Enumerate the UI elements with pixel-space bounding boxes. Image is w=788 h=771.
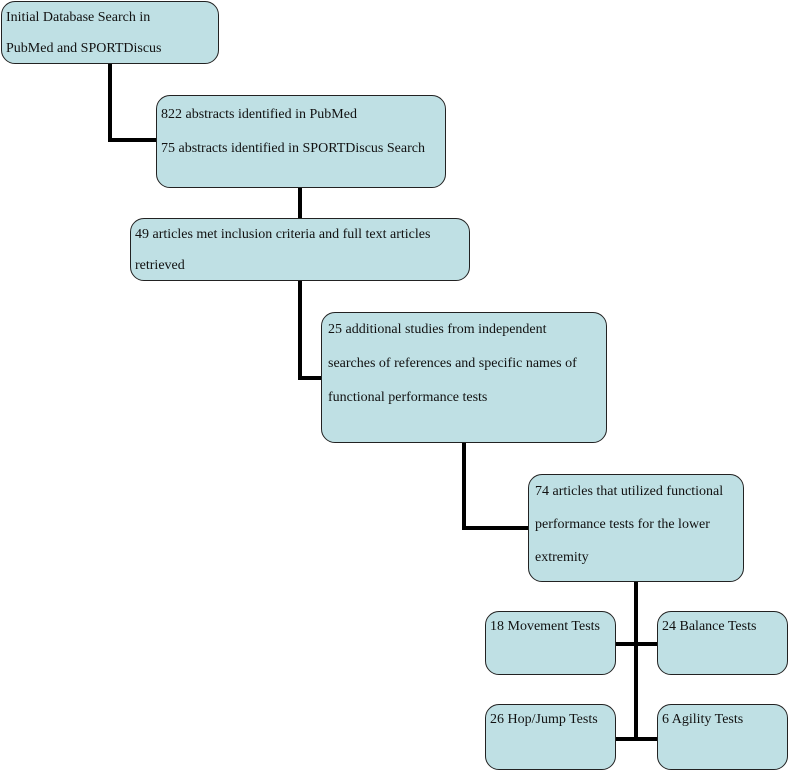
- initial-search-box: Initial Database Search in PubMed and SP…: [1, 1, 219, 64]
- inclusion-line-2: retrieved: [135, 258, 185, 273]
- agility-tests-box: 6 Agility Tests: [657, 704, 788, 770]
- abstracts-box: 822 abstracts identified in PubMed 75 ab…: [156, 95, 446, 188]
- additional-line-1: 25 additional studies from independent: [328, 322, 547, 337]
- connector-5-branch-bottom: [614, 737, 659, 741]
- additional-studies-box: 25 additional studies from independent s…: [321, 312, 607, 443]
- connector-2-vertical: [298, 186, 302, 220]
- hop-jump-tests-label: 26 Hop/Jump Tests: [490, 712, 598, 727]
- connector-1-vertical: [108, 62, 112, 142]
- connector-1-horizontal: [108, 138, 158, 142]
- agility-tests-label: 6 Agility Tests: [662, 712, 744, 727]
- abstracts-line-1: 822 abstracts identified in PubMed: [161, 107, 357, 122]
- balance-tests-label: 24 Balance Tests: [662, 619, 757, 634]
- movement-tests-box: 18 Movement Tests: [485, 611, 616, 675]
- initial-search-line-1: Initial Database Search in: [6, 10, 151, 25]
- utilized-articles-box: 74 articles that utilized functional per…: [528, 474, 744, 582]
- connector-5-branch-top: [614, 642, 659, 646]
- balance-tests-box: 24 Balance Tests: [657, 611, 788, 675]
- inclusion-line-1: 49 articles met inclusion criteria and f…: [135, 227, 431, 242]
- hop-jump-tests-box: 26 Hop/Jump Tests: [485, 704, 616, 770]
- connector-4-horizontal: [462, 526, 530, 530]
- inclusion-box: 49 articles met inclusion criteria and f…: [130, 218, 470, 281]
- utilized-line-3: extremity: [535, 550, 589, 565]
- connector-3-vertical: [298, 280, 302, 380]
- initial-search-line-2: PubMed and SPORTDiscus: [6, 41, 162, 56]
- connector-4-vertical: [462, 441, 466, 530]
- abstracts-line-2: 75 abstracts identified in SPORTDiscus S…: [161, 141, 425, 156]
- additional-line-2: searches of references and specific name…: [328, 356, 577, 371]
- additional-line-3: functional performance tests: [328, 390, 488, 405]
- connector-5-trunk: [634, 580, 638, 741]
- movement-tests-label: 18 Movement Tests: [490, 619, 600, 634]
- connector-3-horizontal: [298, 376, 324, 380]
- utilized-line-2: performance tests for the lower: [535, 517, 710, 532]
- utilized-line-1: 74 articles that utilized functional: [535, 484, 724, 499]
